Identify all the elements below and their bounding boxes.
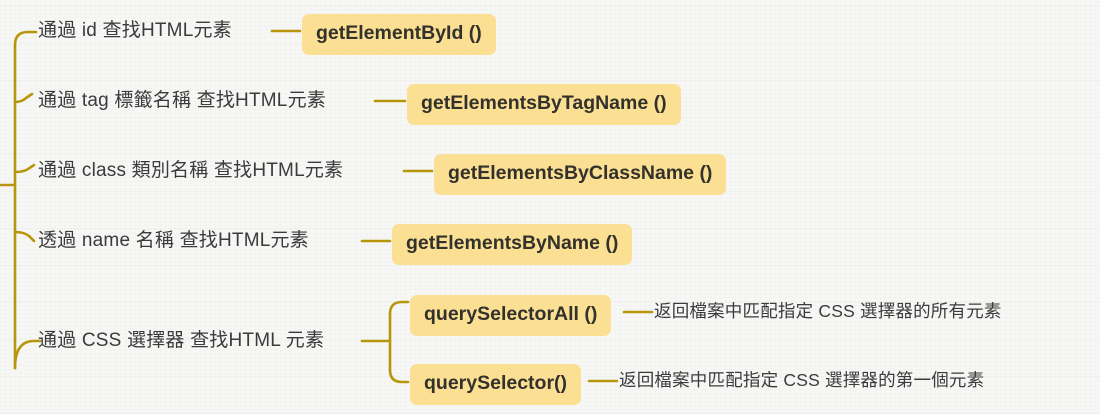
branch-label-class[interactable]: 通過 class 類別名稱 查找HTML元素 [38,160,344,181]
description-query-selector-all: 返回檔案中匹配指定 CSS 選擇器的所有元素 [654,301,1002,321]
method-box-get-elements-by-class-name[interactable]: getElementsByClassName () [434,154,727,195]
sub-branch-hook-2 [388,368,410,384]
branch-label-tag[interactable]: 通過 tag 標籤名稱 查找HTML元素 [38,90,326,111]
branch-label-id[interactable]: 通過 id 查找HTML元素 [38,20,232,41]
method-box-get-elements-by-tag-name[interactable]: getElementsByTagName () [407,84,681,125]
method-box-query-selector[interactable]: querySelector() [410,364,582,405]
branch-hook-5 [13,339,42,370]
description-query-selector: 返回檔案中匹配指定 CSS 選擇器的第一個元素 [619,370,985,390]
branch-label-name[interactable]: 透過 name 名稱 查找HTML元素 [38,230,309,251]
branch-hook-2 [13,92,34,104]
branch-hook-3 [13,163,36,174]
branch-hook-1 [13,30,38,47]
branch-label-css-selector[interactable]: 通過 CSS 選擇器 查找HTML 元素 [38,330,325,351]
method-box-get-element-by-id[interactable]: getElementById () [302,14,496,55]
sub-branch-hook-1 [388,300,410,316]
method-box-query-selector-all[interactable]: querySelectorAll () [410,295,612,336]
branch-hook-4 [13,230,36,243]
method-box-get-elements-by-name[interactable]: getElementsByName () [392,224,633,265]
